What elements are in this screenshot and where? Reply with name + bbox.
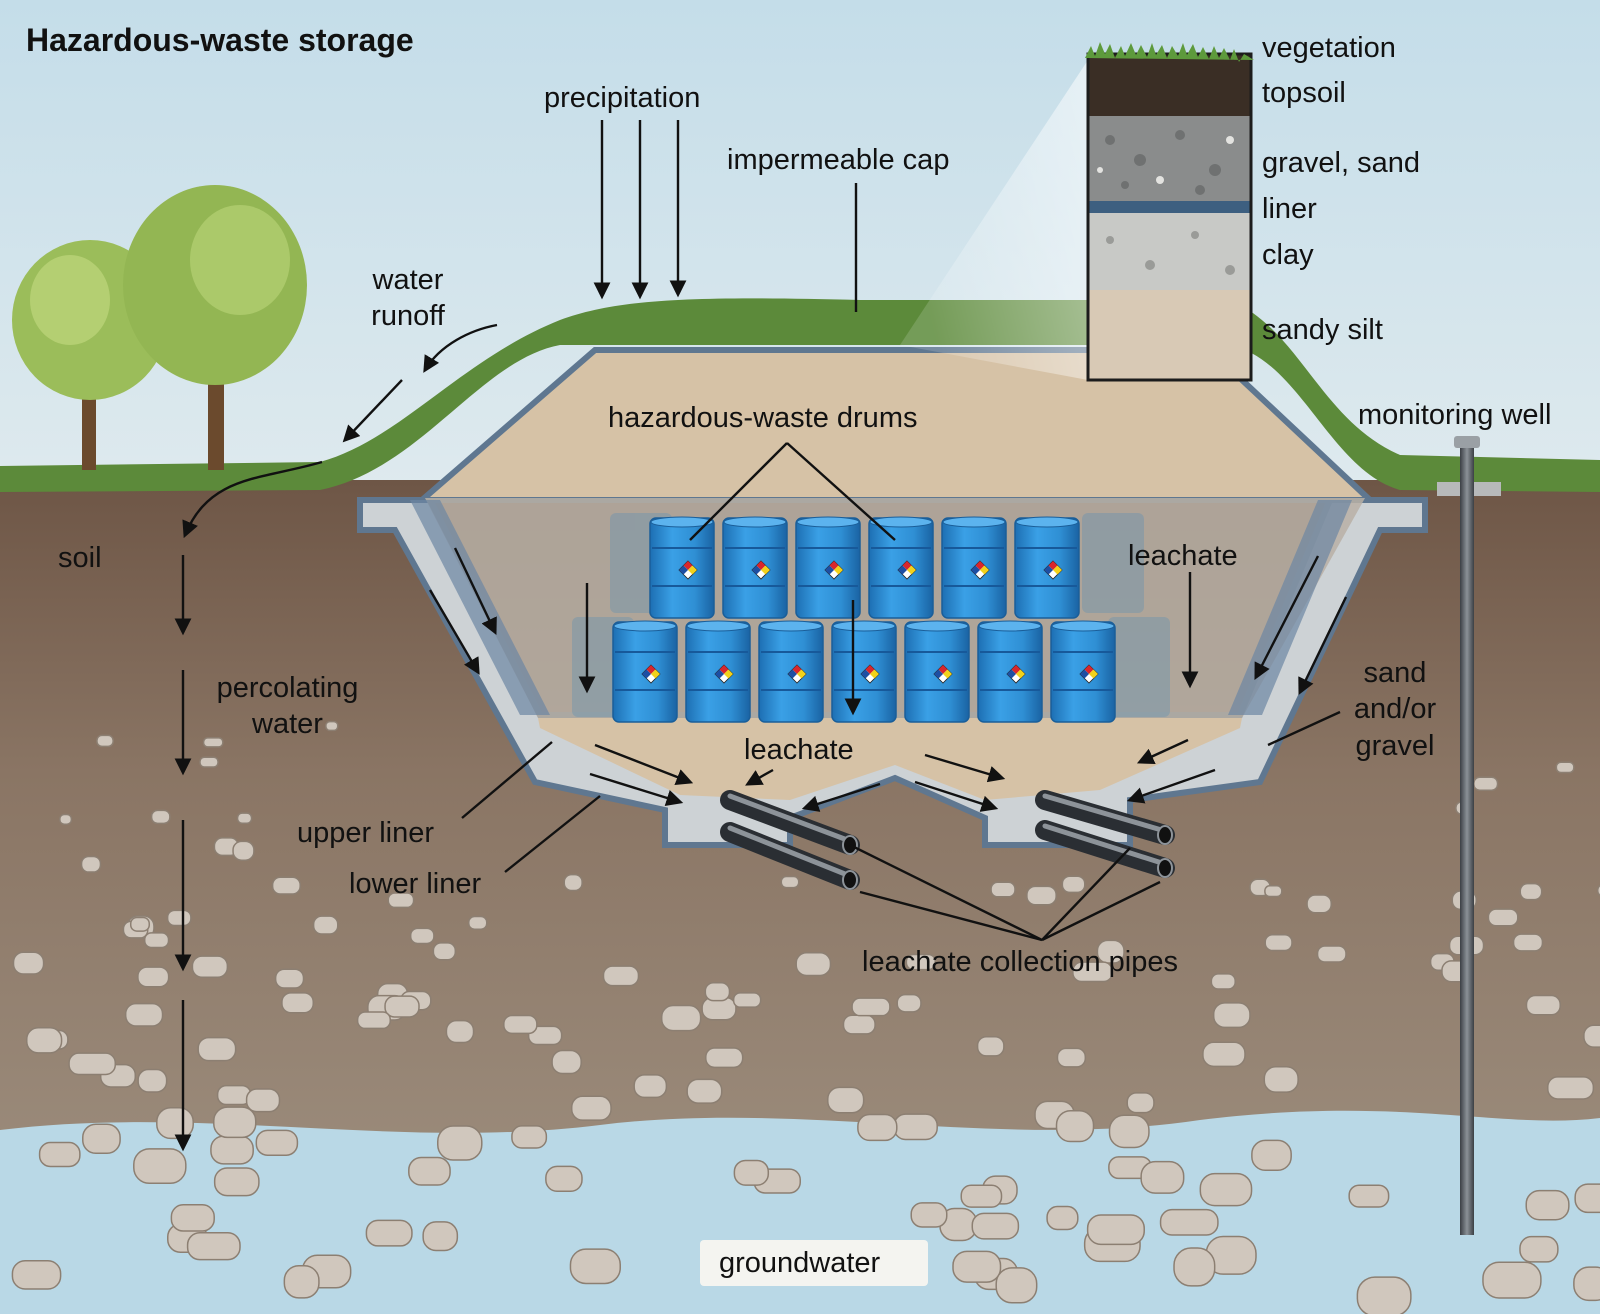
cap-layer-inset: [1085, 42, 1254, 382]
label-monitoring-well: monitoring well: [1358, 399, 1552, 431]
hazard-diamond-icon: [860, 664, 880, 684]
label-leachate-right: leachate: [1128, 540, 1238, 572]
layer-liner: liner: [1262, 193, 1317, 225]
label-upper-liner: upper liner: [297, 817, 435, 849]
label-impermeable-cap: impermeable cap: [727, 144, 950, 176]
drum: [1050, 620, 1116, 723]
tree-icon: [123, 185, 307, 470]
groundwater-label-box: [700, 1240, 928, 1286]
leachate-collection-pipes: [720, 790, 1175, 890]
drum: [1014, 516, 1080, 619]
monitoring-well: [1437, 436, 1501, 1235]
hazard-diamond-icon: [970, 560, 990, 580]
layer-gravel-sand: gravel, sand: [1262, 147, 1420, 179]
grass-hill: [0, 298, 1600, 492]
hazard-diamond-icon: [933, 664, 953, 684]
drum: [831, 620, 897, 723]
drum: [649, 516, 715, 619]
hazard-diamond-icon: [751, 560, 771, 580]
layer-sandy-silt: sandy silt: [1262, 314, 1383, 346]
label-hazardous-waste-drums: hazardous-waste drums: [608, 402, 918, 434]
label-soil: soil: [58, 542, 102, 574]
drum: [795, 516, 861, 619]
pipe: [1035, 820, 1175, 878]
hazard-diamond-icon: [678, 560, 698, 580]
pipe: [1035, 790, 1175, 845]
label-groundwater: groundwater: [719, 1247, 881, 1279]
hazard-diamond-icon: [1006, 664, 1026, 684]
hazard-diamond-icon: [1043, 560, 1063, 580]
label-leachate-collection-pipes: leachate collection pipes: [862, 946, 1178, 978]
drum: [612, 620, 678, 723]
hazard-diamond-icon: [787, 664, 807, 684]
drum: [685, 620, 751, 723]
cross-section-beam: [900, 60, 1088, 380]
drum: [904, 620, 970, 723]
hazard-diamond-icon: [824, 560, 844, 580]
pipe: [720, 822, 860, 890]
hazard-diamond-icon: [714, 664, 734, 684]
drum: [977, 620, 1043, 723]
flow-arrows: [174, 120, 1348, 1152]
label-precipitation: precipitation: [544, 82, 701, 114]
hazard-diamond-icon: [897, 560, 917, 580]
label-lower-liner: lower liner: [349, 868, 482, 900]
drum: [758, 620, 824, 723]
hazard-diamond-icon: [1079, 664, 1099, 684]
hazardous-waste-drums: [612, 516, 1116, 723]
pipe: [720, 790, 860, 855]
hazard-diamond-icon: [641, 664, 661, 684]
rocks: [11, 720, 1600, 1314]
layer-vegetation: vegetation: [1262, 32, 1396, 64]
gravel-layer-left: [410, 500, 550, 715]
label-leachate-center: leachate: [744, 734, 854, 766]
drum: [868, 516, 934, 619]
layer-topsoil: topsoil: [1262, 77, 1346, 109]
diagram-title: Hazardous-waste storage: [26, 22, 414, 58]
chamber-floor: [538, 718, 1242, 800]
drum: [941, 516, 1007, 619]
drum: [722, 516, 788, 619]
layer-clay: clay: [1262, 239, 1314, 271]
